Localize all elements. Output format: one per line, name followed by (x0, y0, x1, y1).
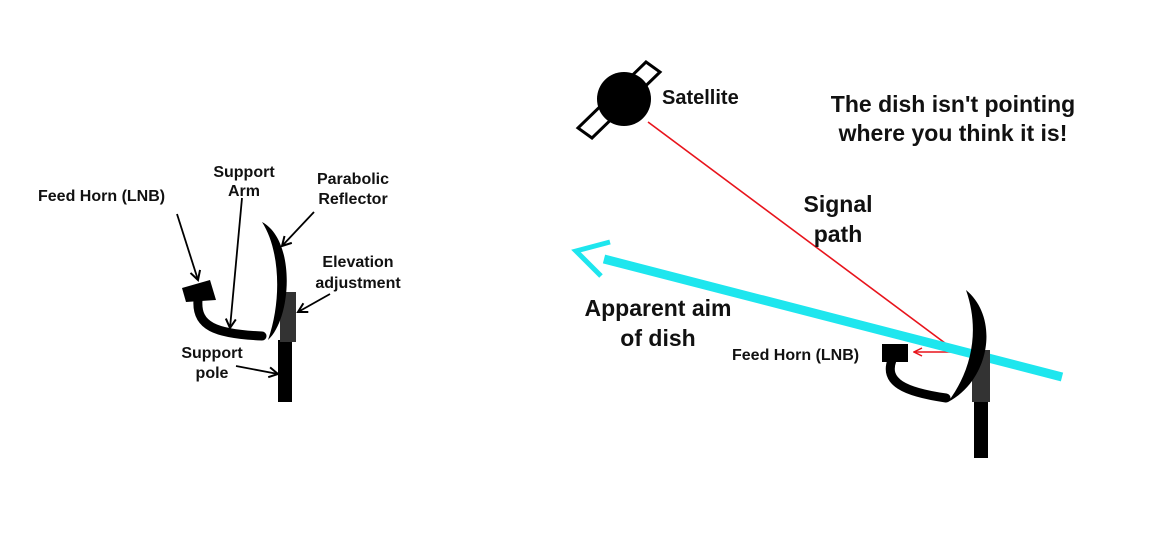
headline-line1: The dish isn't pointing (831, 91, 1075, 117)
apparent-aim-label-line1: Apparent aim (585, 295, 732, 321)
arrow-to-reflector (282, 211, 315, 246)
pole-label-line1: Support (181, 345, 243, 362)
pole-label-line2: pole (196, 365, 229, 382)
elevation-label-line2: adjustment (315, 275, 401, 292)
apparent-aim-arrowhead (571, 239, 611, 278)
right-feed-horn-label: Feed Horn (LNB) (732, 347, 859, 364)
right-dish-diagram: Satellite The dish isn't pointing where … (571, 60, 1075, 458)
headline-line2: where you think it is! (838, 120, 1068, 146)
apparent-aim-label-line2: of dish (620, 325, 695, 351)
arrow-to-elevation (298, 293, 331, 312)
left-parabolic-reflector (262, 222, 287, 340)
satellite-body (597, 72, 651, 126)
reflector-label-line2: Reflector (318, 191, 387, 208)
left-feed-horn-label: Feed Horn (LNB) (38, 188, 165, 205)
signal-path-line (647, 121, 958, 353)
left-dish-diagram: Feed Horn (LNB) Support Arm Parabolic Re… (38, 164, 401, 402)
arrow-to-feed-horn (176, 213, 198, 280)
support-arm-label-line1: Support (213, 164, 275, 181)
left-support-arm (193, 295, 267, 341)
support-arm-label-line2: Arm (228, 183, 260, 200)
right-feed-horn (882, 344, 908, 362)
right-support-pole (974, 390, 988, 458)
right-parabolic-reflector (948, 290, 987, 402)
reflector-label-line1: Parabolic (317, 171, 389, 188)
signal-path-label-line2: path (814, 221, 863, 247)
left-support-pole (278, 340, 292, 402)
signal-path-label-line1: Signal (803, 191, 872, 217)
right-support-arm (885, 355, 951, 403)
arrow-to-pole (235, 365, 278, 374)
left-feed-horn (182, 280, 216, 302)
arrow-to-support-arm (230, 197, 243, 328)
satellite-label: Satellite (662, 87, 739, 109)
elevation-label-line1: Elevation (322, 254, 393, 271)
